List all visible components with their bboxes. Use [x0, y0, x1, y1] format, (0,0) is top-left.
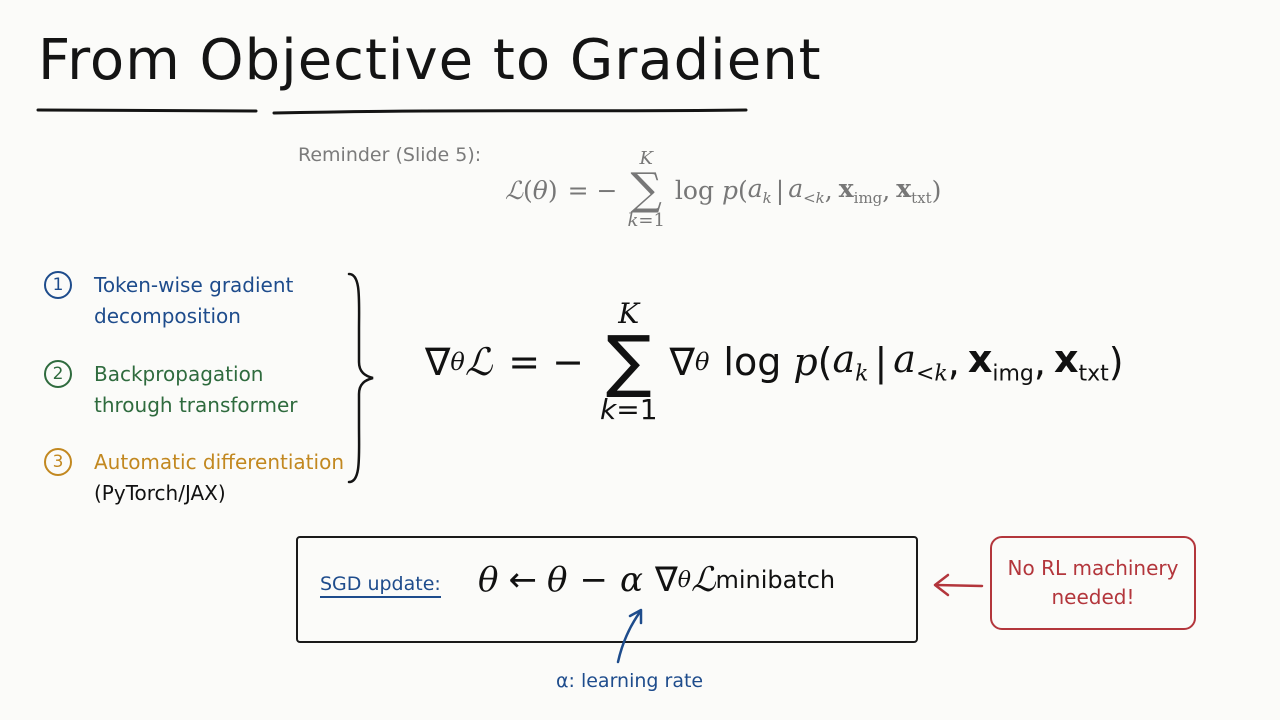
learning-rate-note: α: learning rate	[556, 670, 704, 692]
step-3-line1: Automatic differentiation	[94, 450, 344, 474]
curly-brace	[347, 272, 374, 484]
reminder-equation: ℒ(θ) = − K ∑ k=1 log p(ak | a<k, ximg, x…	[505, 148, 942, 231]
step-1-number: 1	[44, 271, 72, 299]
sgd-update-box	[296, 536, 918, 643]
step-3: 3 Automatic differentiation (PyTorch/JAX…	[44, 447, 344, 509]
sgd-label: SGD update:	[320, 572, 441, 598]
step-2-number: 2	[44, 360, 72, 388]
callout-line1: No RL machinery	[1007, 556, 1179, 580]
callout-arrow	[933, 573, 984, 597]
step-2: 2 Backpropagation through transformer	[44, 359, 298, 421]
step-1-line2: decomposition	[94, 304, 241, 328]
slide-title: From Objective to Gradient	[38, 28, 822, 93]
step-1: 1 Token-wise gradient decomposition	[44, 270, 293, 332]
learning-rate-arrow	[616, 608, 643, 664]
step-2-line1: Backpropagation	[94, 362, 264, 386]
step-3-number: 3	[44, 448, 72, 476]
callout-line2: needed!	[1051, 585, 1135, 609]
title-underline	[36, 108, 748, 115]
step-3-line2: (PyTorch/JAX)	[94, 481, 226, 505]
no-rl-callout: No RL machinery needed!	[990, 536, 1196, 630]
step-2-line2: through transformer	[94, 393, 298, 417]
reminder-label: Reminder (Slide 5):	[298, 144, 482, 166]
step-1-line1: Token-wise gradient	[94, 273, 294, 297]
